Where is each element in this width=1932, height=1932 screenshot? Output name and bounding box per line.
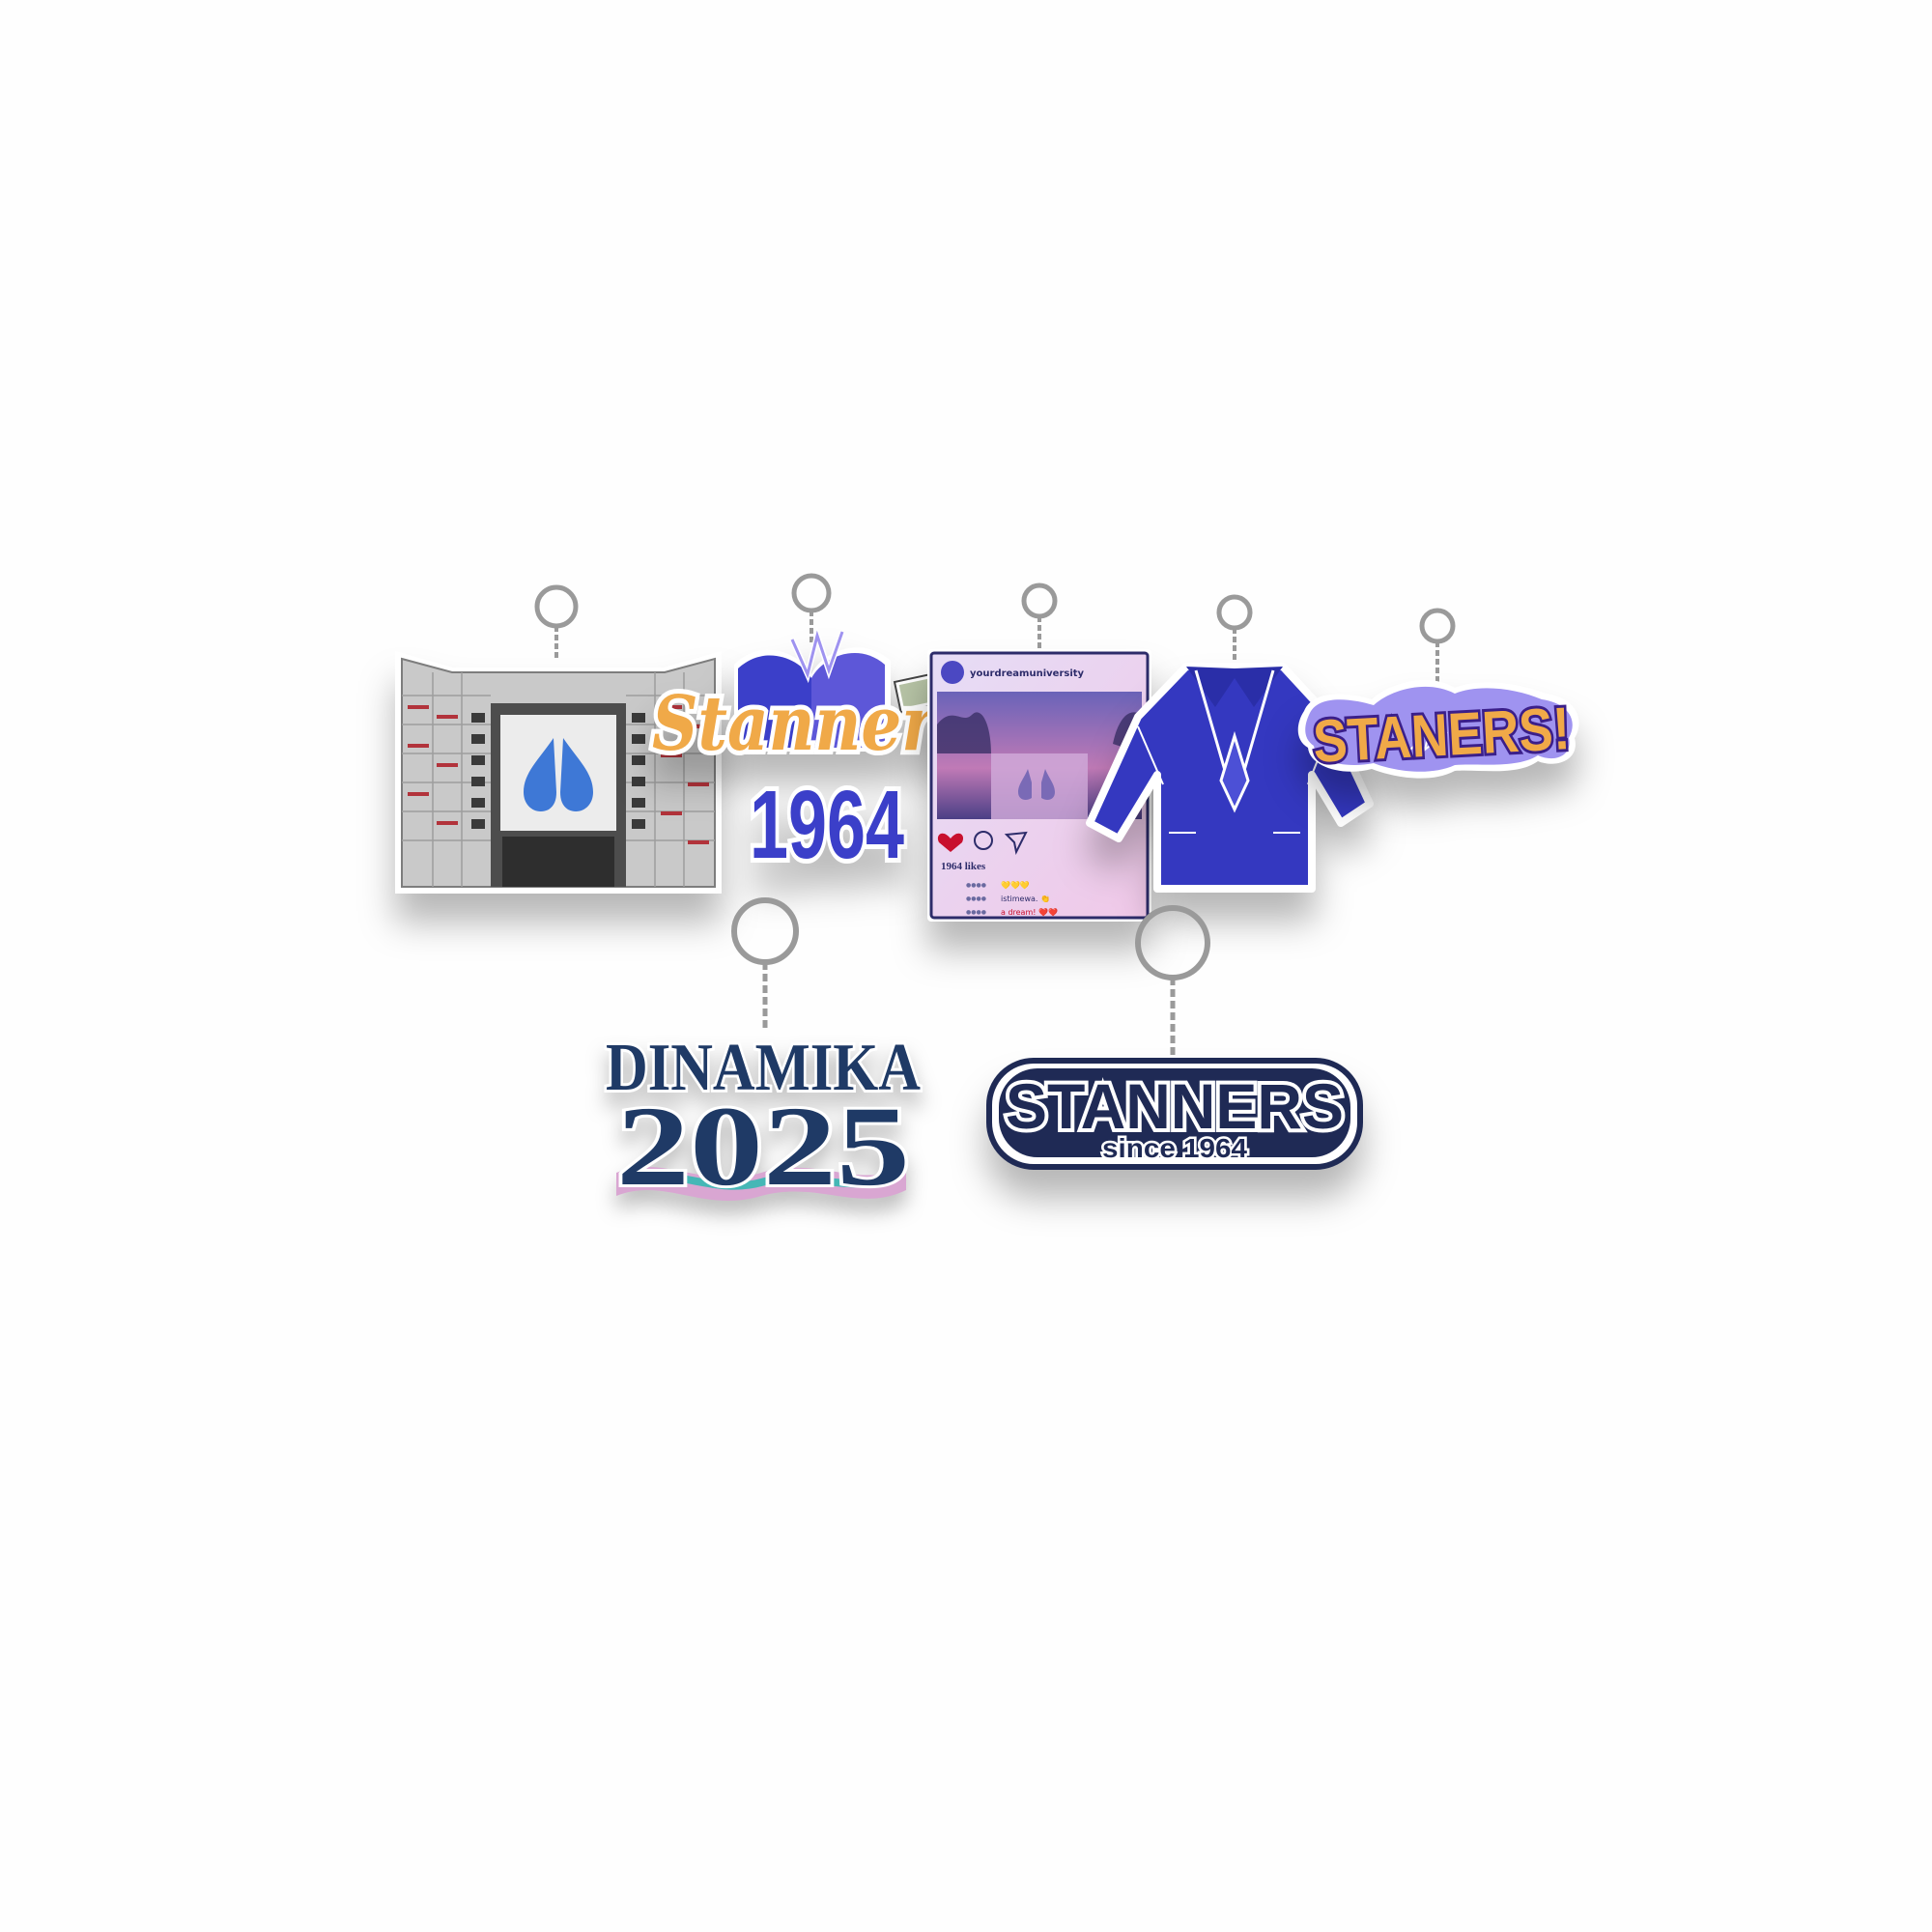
building-keychain	[394, 580, 723, 908]
share-icon	[1004, 831, 1028, 856]
twin-drop-logo-icon	[524, 738, 593, 811]
stanners-title-label: STANNERS	[1006, 1070, 1344, 1142]
comment-user: ●●●●	[966, 882, 986, 889]
script-stanners-label: Stanners	[652, 680, 971, 768]
key-ring-icon	[1021, 582, 1058, 649]
comment-user: ●●●●	[966, 895, 986, 902]
comment-icon	[974, 831, 993, 850]
heart-icon	[937, 833, 964, 852]
username-label: yourdreamuniversity	[970, 668, 1085, 679]
stanners-graffiti-keychain: STANERS!	[1285, 605, 1594, 827]
year-number-label: 1964	[750, 771, 904, 879]
comment-text: a dream! ❤️❤️	[1001, 908, 1058, 917]
key-ring-icon	[534, 584, 579, 659]
graffiti-text-label: STANERS!	[1312, 696, 1572, 776]
stanners-1964-book-keychain: Stanners 1964	[638, 568, 985, 887]
campus-building-icon	[395, 651, 722, 894]
likes-count-label: 1964 likes	[941, 861, 986, 872]
comment-text: 💛💛💛	[1001, 881, 1030, 890]
since-year-label: since 1964	[1102, 1133, 1247, 1163]
key-ring-icon	[1216, 594, 1253, 668]
key-ring-icon	[791, 573, 832, 643]
comment-user: ●●●●	[966, 909, 986, 916]
avatar	[941, 661, 964, 684]
key-ring-icon	[1419, 608, 1456, 682]
dinamika-title-label: DINAMIKA	[606, 1031, 921, 1105]
key-ring-icon	[731, 897, 799, 1028]
dinamika-year-label: 2025	[616, 1083, 910, 1209]
comment-text: istimewa. 👏	[1001, 894, 1050, 903]
dinamika-keychain: DINAMIKA 2025	[597, 897, 925, 1229]
key-ring-icon	[1135, 905, 1210, 1063]
stanners-since-keychain: STANNERS since 1964	[983, 905, 1370, 1198]
open-book-icon	[734, 625, 891, 752]
comment-list: ●●●● 💛💛💛 ●●●● istimewa. 👏 ●●●● a dream! …	[966, 881, 1058, 917]
